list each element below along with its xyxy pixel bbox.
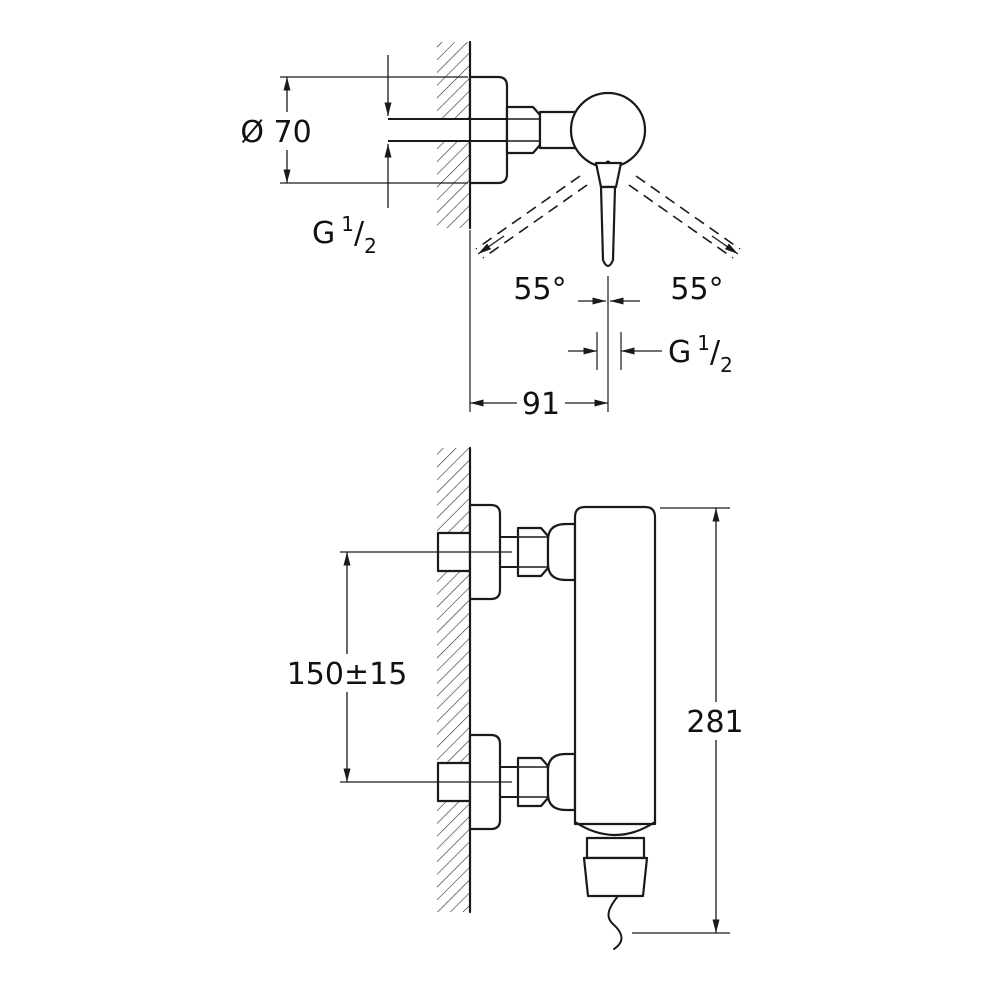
lever-swing-right-edge2 [628, 184, 734, 259]
outlet-aerator [582, 856, 649, 898]
diameter-label-bg [233, 112, 321, 150]
angle-label-right: 55° [670, 272, 723, 307]
wall-hatch [437, 448, 470, 912]
pipe-wall-gap [437, 120, 470, 140]
spacing-label: 150±15 [287, 657, 408, 692]
angle-arrow-left [477, 235, 505, 255]
lever-swing-left-edge2 [482, 184, 588, 259]
mixer-body [573, 505, 657, 826]
wall-to-center-label-bg [517, 385, 565, 419]
union-nut [505, 105, 542, 155]
union-boss-top [546, 522, 577, 582]
water-drip [607, 895, 623, 950]
diameter-label: Ø 70 [240, 115, 311, 150]
escutcheon [468, 75, 509, 185]
lever-handle [599, 185, 617, 268]
height-label-bg [686, 702, 746, 740]
wall-to-center-label: 91 [522, 387, 560, 422]
angle-label-left: 55° [513, 272, 566, 307]
height-label: 281 [686, 705, 743, 740]
outlet-cylinder [585, 836, 646, 860]
lever-collar [594, 161, 623, 189]
lever-swing-right-edge1 [635, 175, 741, 250]
union-nut-bottom [516, 756, 550, 808]
union-nut-top [516, 526, 550, 578]
lever-swing-left-edge1 [475, 175, 581, 250]
union-boss-bottom [546, 752, 577, 812]
valve-body [569, 91, 647, 169]
body-shoulder-arc [573, 820, 657, 837]
spacing-label-bg [294, 654, 400, 692]
front-view: 150±15 281 [287, 446, 746, 950]
angle-arrow-right [711, 235, 739, 255]
